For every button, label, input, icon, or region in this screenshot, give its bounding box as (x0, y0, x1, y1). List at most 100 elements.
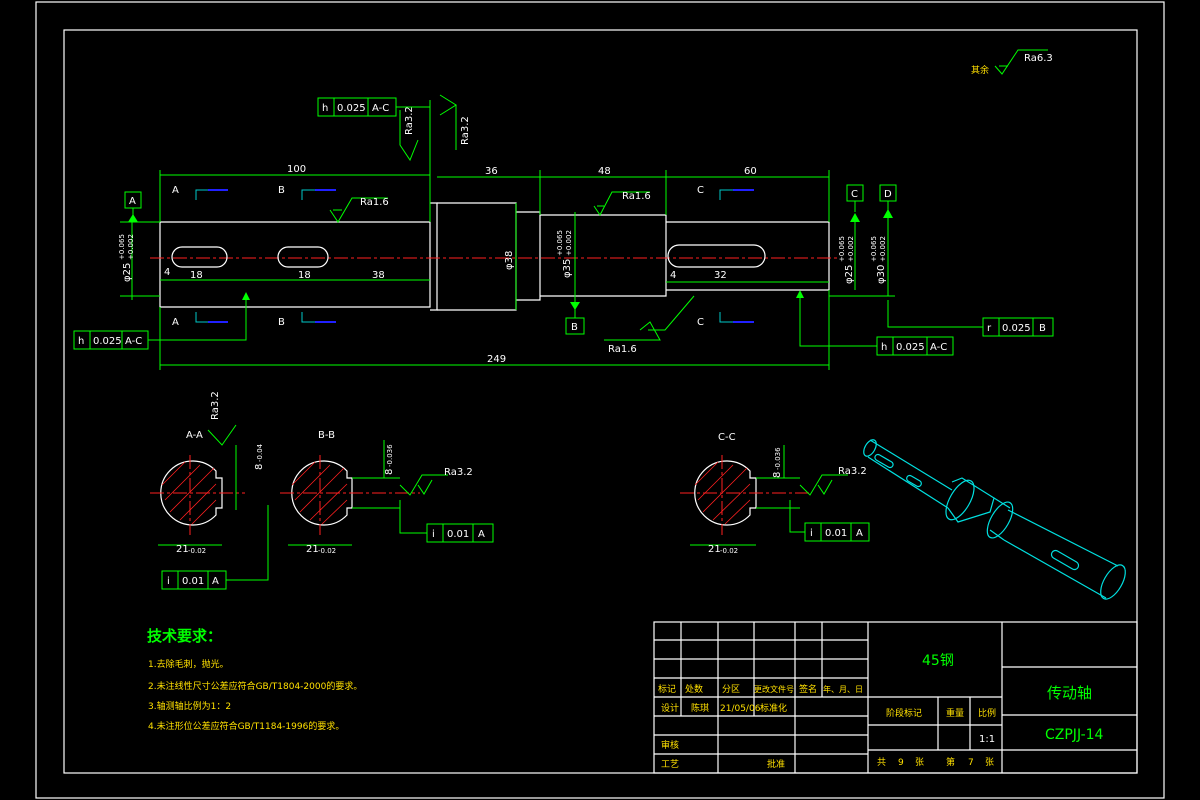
inner-border (63, 29, 1138, 774)
section-cc-frame-symbol: i (810, 528, 813, 539)
section-mark-a-bottom-label: A (172, 317, 179, 328)
section-aa: A-A 21 -0.02 8 -0.04 Ra3.2 i 0.01 A (150, 391, 269, 590)
tb-process: 工艺 (661, 759, 679, 770)
dia-35-tol-bot: +0.002 (565, 230, 573, 256)
tb-standardize: 标准化 (760, 702, 787, 714)
dim-4a: 4 (164, 267, 170, 278)
dia-35-tol-top: +0.065 (556, 230, 564, 256)
dim-36: 36 (485, 166, 498, 177)
ra32-a: Ra3.2 (404, 106, 415, 135)
section-aa-key-tol: -0.04 (256, 443, 264, 462)
section-bb: B-B 21 -0.02 8 -0.036 Ra3.2 i 0.01 (280, 430, 494, 555)
section-cc-width-tol: -0.02 (720, 547, 738, 555)
section-mark-c-top-label: C (697, 185, 704, 196)
datum-c-label: C (851, 189, 858, 200)
tol-rightb-symbol: h (881, 342, 887, 353)
section-mark-c-bottom-label: C (697, 317, 704, 328)
section-bb-key: 8 (384, 469, 395, 475)
tech-req-item-2: 2.未注线性尺寸公差应符合GB/T1804-2000的要求。 (148, 680, 362, 692)
tb-h-change: 更改文件号 (754, 684, 794, 694)
dia-right-a-tol-top: +0.065 (838, 236, 846, 262)
section-bb-frame-symbol: i (432, 529, 435, 540)
roughness-other-label: 其余 (971, 64, 989, 76)
datum-b: B (565, 300, 585, 335)
tol-rightb-value: 0.025 (896, 342, 925, 353)
dia-left-tol-bot: +0.002 (127, 234, 135, 260)
datum-a: A (124, 191, 142, 222)
tol-top-symbol: h (322, 103, 328, 114)
ra16-mid: Ra1.6 (622, 191, 651, 202)
tb-review: 审核 (661, 739, 679, 751)
tech-req-title: 技术要求： (147, 627, 222, 645)
dia-left: φ25 (122, 263, 133, 282)
tb-stage-mark: 阶段标记 (886, 707, 922, 719)
section-cc-ra: Ra3.2 (838, 466, 867, 477)
tb-scale-label: 比例 (978, 707, 996, 719)
tb-designer: 陈琪 (691, 702, 709, 714)
dia-right-b-tol-top: +0.065 (870, 236, 878, 262)
tb-page-label: 第 (946, 756, 955, 768)
section-aa-frame-symbol: i (167, 576, 170, 587)
section-mark-c-bottom: C (697, 312, 754, 328)
datum-d-label: D (884, 189, 892, 200)
tol-left-value: 0.025 (93, 336, 122, 347)
dia-right-a: φ25 (844, 265, 855, 284)
dia-right-a-tol-bot: +0.002 (847, 236, 855, 262)
section-mark-c-top: C (697, 185, 754, 200)
tol-frame-rightb: h 0.025 A-C (796, 290, 954, 356)
tol-top-value: 0.025 (337, 103, 366, 114)
tb-h-zone: 分区 (722, 684, 740, 695)
ra32-b: Ra3.2 (460, 116, 471, 145)
isometric-shaft (863, 439, 1126, 600)
section-cc-frame-datum: A (856, 528, 863, 539)
section-cc-title: C-C (718, 432, 736, 443)
dim-4b: 4 (670, 270, 676, 281)
ra32-symbols-top: Ra3.2 Ra3.2 (399, 94, 471, 162)
section-aa-frame-datum: A (212, 576, 219, 587)
section-aa-frame: i 0.01 A (161, 505, 269, 590)
tol-rightr-value: 0.025 (1002, 323, 1031, 334)
datum-d: D (879, 184, 897, 218)
dia-38: φ38 (504, 251, 515, 270)
section-mark-b-bottom-label: B (278, 317, 285, 328)
ra16-top: Ra1.6 (360, 197, 389, 208)
tb-page-suffix: 张 (985, 757, 994, 768)
dim-100: 100 (287, 164, 306, 175)
section-cc-frame-value: 0.01 (825, 528, 847, 539)
section-bb-key-tol: -0.036 (386, 444, 394, 467)
tb-weight: 重量 (946, 707, 964, 719)
roughness-other: 其余 Ra6.3 (971, 49, 1053, 76)
dia-35: φ35 (562, 259, 573, 278)
tol-rightb-datum: A-C (930, 342, 947, 353)
section-mark-a-top: A (172, 185, 228, 200)
section-mark-a-bottom: A (172, 312, 228, 328)
tech-req-item-4: 4.未注形位公差应符合GB/T1184-1996的要求。 (148, 720, 344, 732)
section-cc-key-tol: -0.036 (774, 447, 782, 470)
section-bb-title: B-B (318, 430, 335, 441)
tb-material: 45钢 (922, 653, 954, 669)
technical-requirements: 技术要求： 1.去除毛刺，抛光。 2.未注线性尺寸公差应符合GB/T1804-2… (147, 627, 362, 732)
section-mark-b-top-label: B (278, 185, 285, 196)
dim-48: 48 (598, 166, 611, 177)
section-aa-title: A-A (186, 430, 203, 441)
tb-scale: 1:1 (979, 734, 995, 745)
tol-rightr-datum: B (1039, 323, 1046, 334)
dim-60: 60 (744, 166, 757, 177)
shaft-main-view: 100 36 48 60 249 18 18 38 4 4 32 φ25 +0.… (73, 94, 1054, 370)
tb-h-count: 处数 (685, 683, 703, 695)
datum-c: C (846, 184, 864, 222)
tech-req-item-3: 3.轴测轴比例为1：2 (148, 700, 231, 712)
section-bb-frame-value: 0.01 (447, 529, 469, 540)
datum-a-label: A (129, 196, 136, 207)
section-bb-frame: i 0.01 A (399, 500, 494, 543)
outer-border (35, 1, 1165, 799)
tb-drawing-no: CZPJJ-14 (1045, 727, 1104, 743)
tb-design-label: 设计 (661, 702, 679, 714)
dim-249: 249 (487, 354, 506, 365)
section-mark-b-top: B (278, 185, 336, 200)
tb-h-sign: 签名 (799, 683, 817, 695)
keyway-3 (667, 244, 766, 268)
section-aa-width-tol: -0.02 (188, 547, 206, 555)
section-cc-width: 21 (708, 544, 721, 555)
ra16-bottom: Ra1.6 (608, 344, 637, 355)
